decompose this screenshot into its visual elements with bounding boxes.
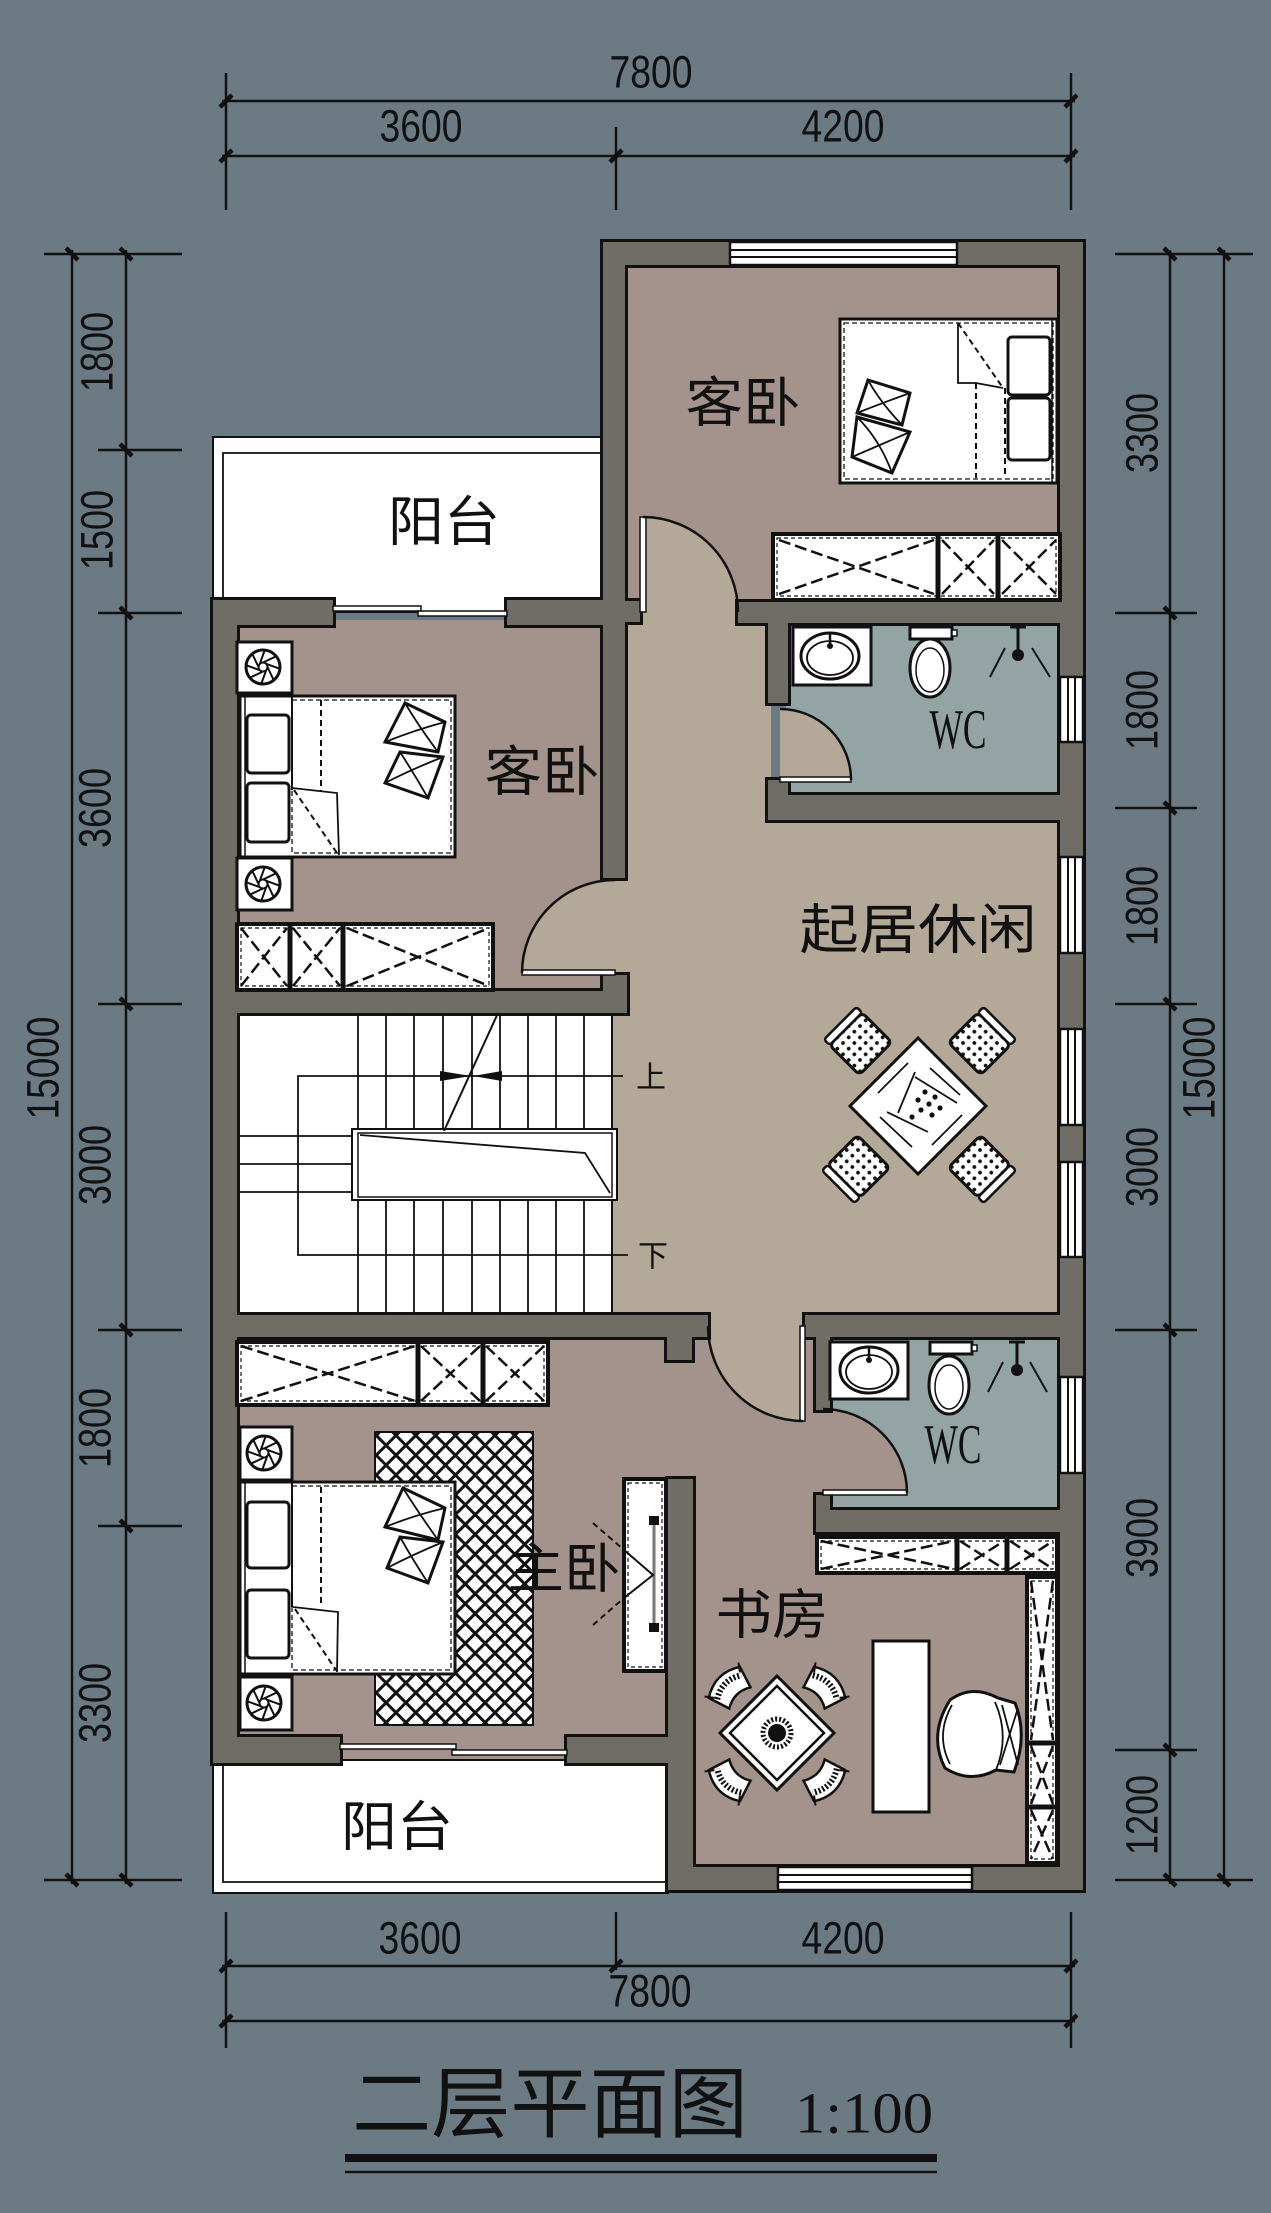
door-swing-guest-west [522,880,615,973]
window-east-lounge-1 [1058,855,1085,955]
window-east-wc-upper [1058,675,1085,744]
dim-right-seg-1: 3300 [1117,393,1168,473]
washbasin [791,625,873,687]
tea-table-set [702,1660,851,1807]
dim-left-seg-6: 3300 [70,1663,121,1743]
stair-handrail [351,1128,618,1201]
door-master [706,1325,806,1423]
nightstand-lamp [235,856,294,912]
nightstand-lamp [235,640,294,695]
living-lounge-floor [603,805,1063,1327]
dim-left-seg-1: 1800 [72,312,123,392]
label-wc-upper: WC [930,699,987,761]
dim-left-seg-4: 3000 [70,1125,121,1205]
sliding-door-balcony-south [339,1743,568,1756]
window-east-lounge-2 [1058,1027,1085,1127]
door-guest-north [639,515,740,613]
label-stair-up: 上 [636,1061,666,1096]
sliding-door-balcony-north [332,605,508,617]
dim-left-total: 15000 [18,1017,69,1120]
corridor-floor [603,600,771,822]
dim-bottom-seg-1: 3600 [379,1913,462,1964]
drawing-title-block: 二层平面图 1:100 [345,2060,937,2174]
nightstand-lamp [238,1675,294,1732]
label-wc-lower: WC [925,1414,982,1476]
dim-right-seg-5: 3900 [1117,1498,1168,1578]
wardrobe-study-top [815,1535,1059,1575]
toilet [927,1340,978,1416]
armchair [936,1690,1023,1778]
balcony-north-inner-edge [222,452,603,612]
label-master-bedroom: 主卧 [508,1538,621,1601]
dimensions-bottom: 3600 4200 7800 [218,1912,1079,2048]
shower [987,1340,1048,1393]
drawing-title: 二层平面图 [352,2060,748,2150]
tv-cabinet [592,1477,668,1673]
door-wc-lower [822,1407,909,1496]
label-guest-bedroom-north: 客卧 [686,372,801,435]
balcony-south-inner-edge [222,1752,668,1883]
stair [237,1012,628,1315]
drawing-scale: 1:100 [795,2081,933,2146]
dim-left-seg-2: 1500 [72,490,123,570]
dim-top-seg-2: 4200 [802,101,885,152]
bed-guest-west [238,694,457,859]
window-east-lounge-3 [1058,1160,1085,1259]
washbasin [828,1340,910,1401]
label-stair-down: 下 [638,1240,668,1275]
window-north [728,240,959,267]
arrow-right-icon [440,1071,471,1081]
wardrobe-guest-west [235,922,495,992]
dim-top-seg-1: 3600 [380,101,463,152]
title-underline-thick [345,2154,937,2162]
dimensions-left: 1800 1500 3600 3000 1800 3300 15000 [18,246,182,1888]
dim-bottom-seg-2: 4200 [802,1913,885,1964]
balcony-north-floor [212,436,604,613]
door-wc-upper [779,707,853,783]
doors [520,515,909,1496]
dim-left-seg-5: 1800 [70,1388,121,1468]
label-balcony-north: 阳台 [388,491,500,554]
label-balcony-south: 阳台 [341,1796,453,1859]
dimensions-top: 7800 3600 4200 [218,47,1079,210]
wardrobe-master [235,1340,550,1407]
door-swing-guest-north [643,517,738,612]
dim-right-seg-3: 1800 [1117,866,1168,946]
dim-right-total: 15000 [1174,1017,1225,1120]
balcony-south-floor [212,1759,669,1894]
nightstand-lamp [238,1425,294,1482]
door-guest-west [520,878,616,976]
bed-master [238,1480,457,1676]
dim-top-total: 7800 [610,47,693,98]
dimensions-right: 3300 1800 1800 3000 3900 1200 15000 [1115,246,1253,1888]
dim-right-seg-2: 1800 [1117,670,1168,750]
label-guest-bedroom-west: 客卧 [485,741,600,804]
label-study: 书房 [716,1584,829,1647]
arrow-left-icon [473,1071,502,1081]
window-east-wc-lower [1058,1375,1085,1475]
shower [989,625,1051,678]
stair-break-line [443,1012,499,1132]
door-swing-fills [522,517,907,1493]
mahjong-table [847,1035,989,1177]
toilet [908,625,958,699]
dim-left-seg-3: 3600 [70,768,121,848]
desk [871,1639,931,1814]
bed-guest-north [838,317,1059,485]
window-study-south [776,1865,974,1892]
room-labels: 客卧 阳台 客卧 WC 起居休闲 上 下 WC 主卧 书房 阳台 [341,372,1037,1859]
dim-right-seg-4: 3000 [1117,1127,1168,1207]
wardrobe-guest-north [771,532,1062,602]
windows [332,240,1085,1892]
door-swing-wc-upper [780,709,851,780]
mahjong-table-set [820,1005,1018,1205]
door-swing-master [708,1326,803,1421]
wardrobe-study-side [1025,1575,1059,1865]
dim-right-seg-6: 1200 [1117,1775,1168,1855]
door-swing-wc-lower [823,1409,907,1493]
label-living-lounge: 起居休闲 [800,899,1037,962]
dim-bottom-total: 7800 [609,1966,692,2017]
